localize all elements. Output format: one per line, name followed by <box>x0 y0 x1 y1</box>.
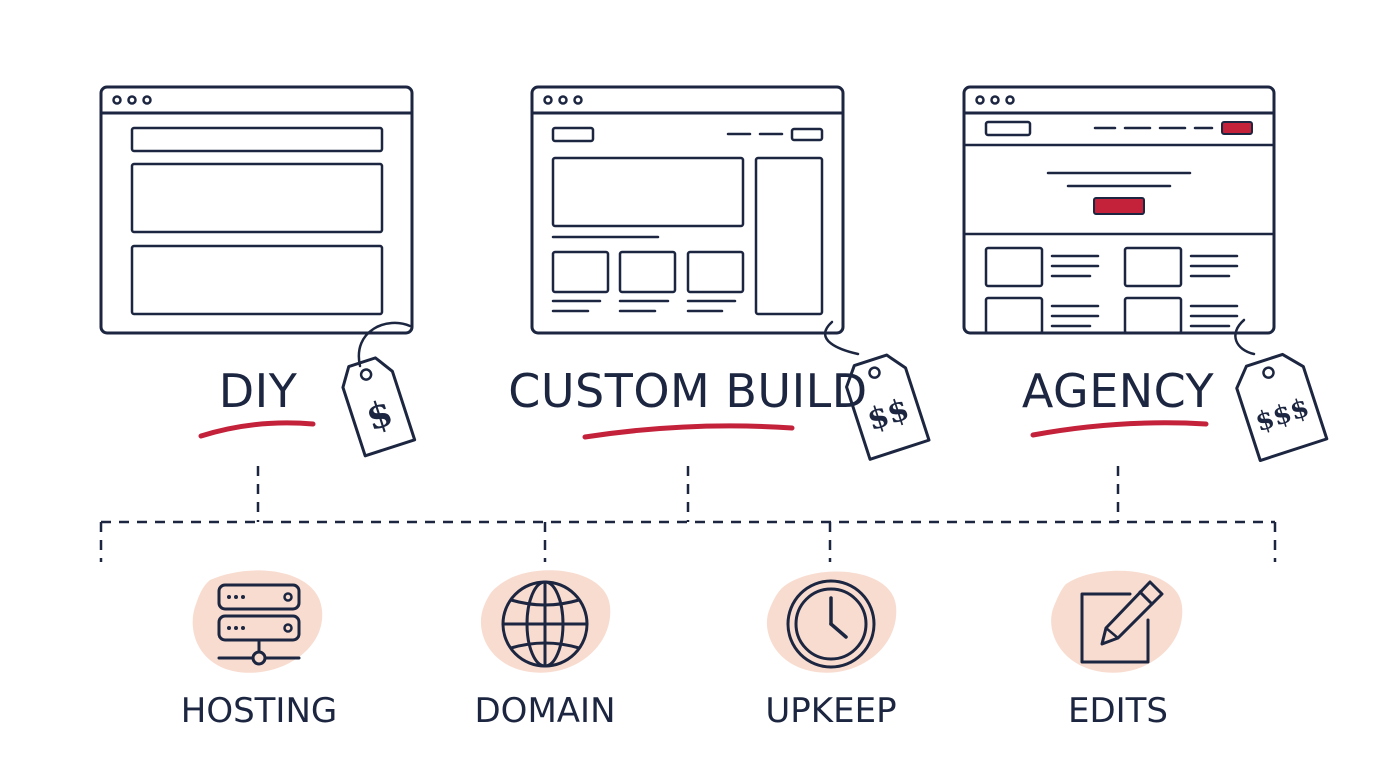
price-tag-diy: $ <box>341 321 417 458</box>
cost-label-upkeep: UPKEEP <box>765 691 896 731</box>
blob-edits <box>1051 570 1183 673</box>
agency-cta-button <box>1093 197 1145 215</box>
option-title-diy: DIY <box>219 364 298 418</box>
price-tag-agency: $$$ <box>1234 318 1329 463</box>
dashed-connector-tree <box>99 466 1277 562</box>
globe-icon <box>501 580 589 668</box>
option-title-agency: AGENCY <box>1022 364 1215 418</box>
server-icon <box>217 583 301 666</box>
agency-nav-accent <box>1221 121 1253 135</box>
cost-label-domain: DOMAIN <box>475 691 616 731</box>
price-tag-label-custom-build: $$ <box>863 392 914 438</box>
option-underline-custom-build <box>582 423 795 440</box>
browser-window-diy <box>99 85 414 335</box>
edit-pencil-icon <box>1080 580 1164 664</box>
cost-label-hosting: HOSTING <box>181 691 338 731</box>
option-title-custom-build: CUSTOM BUILD <box>508 364 867 418</box>
blob-hosting <box>192 570 323 673</box>
price-tag-label-diy: $ <box>361 392 398 440</box>
cost-label-edits: EDITS <box>1068 691 1168 731</box>
browser-window-custom-build <box>530 85 845 335</box>
browser-window-agency <box>962 85 1276 335</box>
price-tag-label-agency: $$$ <box>1252 393 1313 438</box>
option-underline-agency <box>1030 420 1209 438</box>
clock-icon <box>786 579 876 669</box>
option-underline-diy <box>198 420 316 439</box>
